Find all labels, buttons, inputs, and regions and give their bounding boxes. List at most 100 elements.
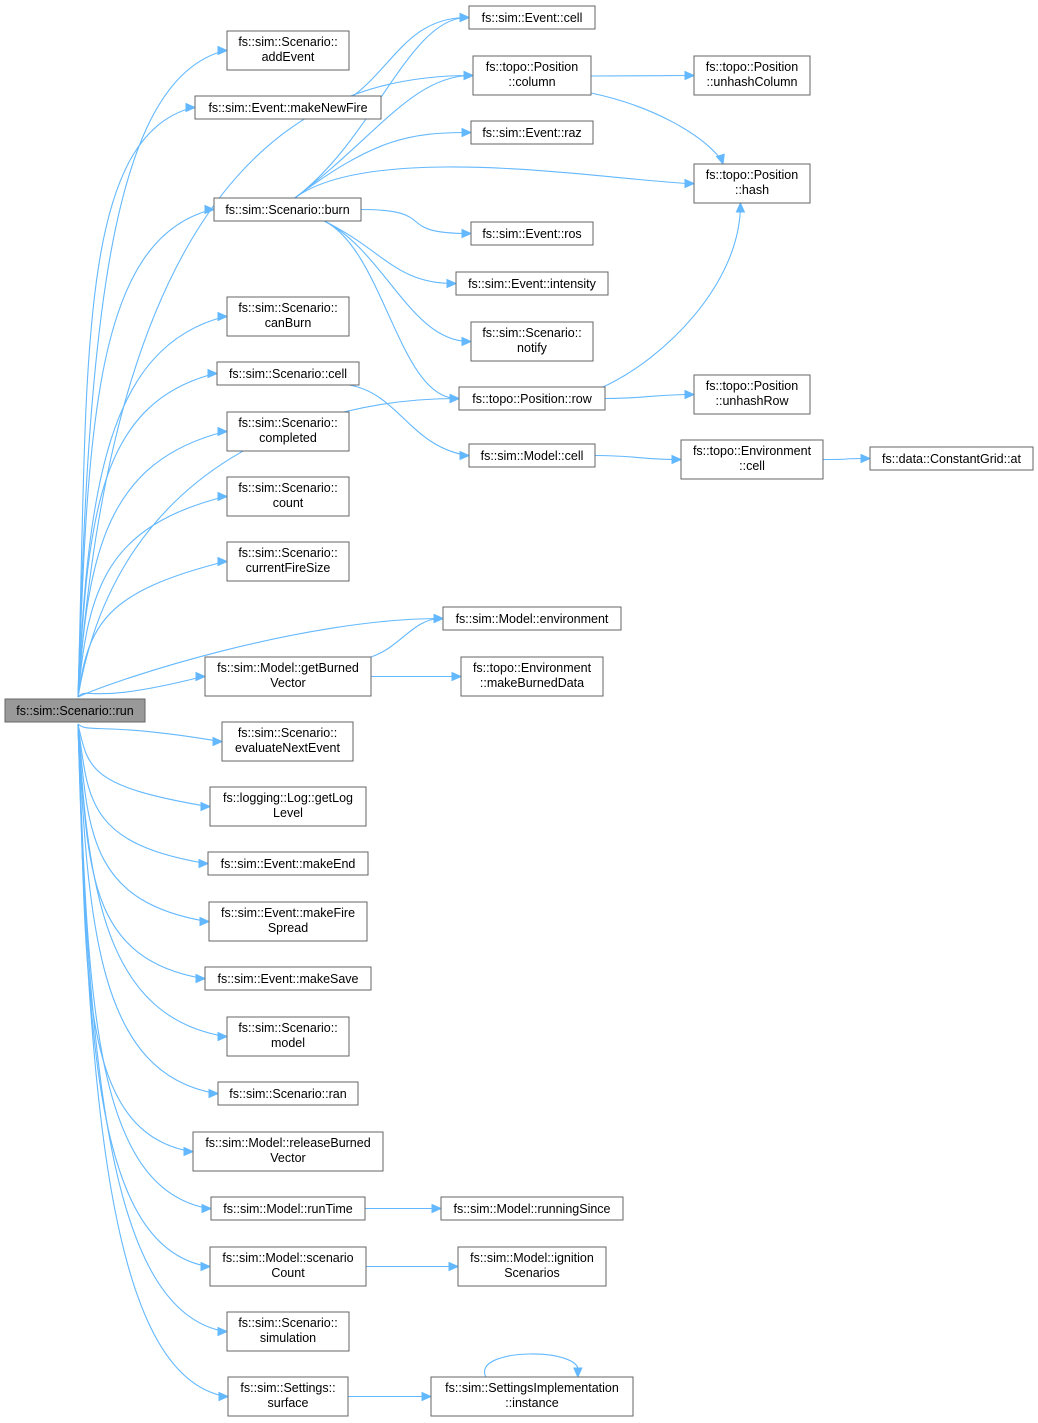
node-label: ::cell bbox=[739, 459, 765, 473]
node-currentFireSize[interactable]: fs::sim::Scenario::currentFireSize bbox=[226, 541, 350, 582]
edge-line bbox=[360, 208, 470, 235]
node-label: fs::sim::Event::cell bbox=[482, 11, 583, 25]
edge-line bbox=[324, 220, 470, 343]
node-burn[interactable]: fs::sim::Scenario::burn bbox=[213, 197, 362, 222]
node-ros[interactable]: fs::sim::Event::ros bbox=[470, 221, 594, 246]
node-environment[interactable]: fs::sim::Model::environment bbox=[442, 606, 622, 631]
arrowhead-icon bbox=[459, 450, 471, 461]
node-makeNewFire[interactable]: fs::sim::Event::makeNewFire bbox=[194, 95, 382, 120]
node-unhashColumn[interactable]: fs::topo::Position::unhashColumn bbox=[693, 55, 811, 96]
node-canBurn[interactable]: fs::sim::Scenario::canBurn bbox=[226, 296, 350, 337]
node-envCell[interactable]: fs::topo::Environment::cell bbox=[680, 439, 824, 480]
node-label: fs::sim::Model::cell bbox=[481, 449, 584, 463]
node-scenCell[interactable]: fs::sim::Scenario::cell bbox=[216, 361, 360, 386]
node-label: fs::sim::Event::makeEnd bbox=[221, 857, 356, 871]
node-label: model bbox=[271, 1036, 305, 1050]
node-makeEnd[interactable]: fs::sim::Event::makeEnd bbox=[207, 851, 369, 876]
edge-run-to-getLogLevel bbox=[77, 723, 212, 812]
node-unhashRow[interactable]: fs::topo::Position::unhashRow bbox=[693, 374, 811, 415]
node-label: Scenarios bbox=[504, 1266, 560, 1280]
node-label: fs::sim::Scenario:: bbox=[238, 726, 337, 740]
node-label: Vector bbox=[270, 1151, 305, 1165]
edge-burn-to-notify bbox=[324, 220, 473, 347]
node-eventCell[interactable]: fs::sim::Event::cell bbox=[468, 5, 596, 30]
node-box bbox=[470, 321, 594, 362]
node-box bbox=[442, 606, 622, 631]
arrowhead-icon bbox=[207, 368, 219, 379]
edge-line bbox=[77, 208, 213, 698]
node-model[interactable]: fs::sim::Scenario::model bbox=[226, 1016, 350, 1057]
node-row[interactable]: fs::topo::Position::row bbox=[458, 386, 606, 411]
edge-line bbox=[294, 74, 472, 199]
arrowhead-icon bbox=[199, 916, 211, 927]
edge-run-to-completed bbox=[77, 426, 229, 698]
node-box bbox=[226, 30, 350, 71]
edge-burn-to-column bbox=[294, 70, 475, 199]
node-label: fs::topo::Position bbox=[706, 168, 798, 182]
edge-line bbox=[77, 723, 226, 1038]
node-instance[interactable]: fs::sim::SettingsImplementation::instanc… bbox=[430, 1376, 634, 1417]
node-evaluateNextEvent[interactable]: fs::sim::Scenario::evaluateNextEvent bbox=[221, 721, 354, 762]
node-label: completed bbox=[259, 431, 317, 445]
edge-row-to-unhashRow bbox=[604, 389, 696, 400]
edge-burn-to-raz bbox=[294, 127, 473, 199]
node-box bbox=[458, 386, 606, 411]
arrowhead-icon bbox=[217, 556, 229, 567]
arrowhead-icon bbox=[217, 1031, 229, 1042]
node-label: fs::sim::Scenario::cell bbox=[229, 367, 347, 381]
node-box bbox=[869, 446, 1034, 471]
node-runningSince[interactable]: fs::sim::Model::runningSince bbox=[440, 1196, 624, 1221]
node-label: fs::sim::Scenario:: bbox=[238, 1316, 337, 1330]
node-box bbox=[693, 163, 811, 204]
node-label: surface bbox=[268, 1396, 309, 1410]
node-notify[interactable]: fs::sim::Scenario::notify bbox=[470, 321, 594, 362]
node-makeSave[interactable]: fs::sim::Event::makeSave bbox=[204, 966, 372, 991]
node-addEvent[interactable]: fs::sim::Scenario::addEvent bbox=[226, 30, 350, 71]
node-label: ::unhashColumn bbox=[706, 75, 797, 89]
node-gridAt[interactable]: fs::data::ConstantGrid::at bbox=[869, 446, 1034, 471]
node-count[interactable]: fs::sim::Scenario::count bbox=[226, 476, 350, 517]
edge-run-to-evaluateNextEvent bbox=[77, 723, 224, 747]
node-label: fs::sim::Scenario::ran bbox=[229, 1087, 346, 1101]
node-column[interactable]: fs::topo::Position::column bbox=[472, 55, 592, 96]
edge-scenarioCount-to-ignitionScenarios bbox=[365, 1261, 460, 1272]
node-intensity[interactable]: fs::sim::Event::intensity bbox=[455, 271, 609, 296]
node-modelCell[interactable]: fs::sim::Model::cell bbox=[468, 443, 596, 468]
node-label: fs::sim::Scenario:: bbox=[238, 35, 337, 49]
node-label: Count bbox=[271, 1266, 305, 1280]
node-box bbox=[693, 55, 811, 96]
node-hash[interactable]: fs::topo::Position::hash bbox=[693, 163, 811, 204]
node-label: Spread bbox=[268, 921, 308, 935]
node-label: fs::topo::Position bbox=[486, 60, 578, 74]
node-label: notify bbox=[517, 341, 548, 355]
node-raz[interactable]: fs::sim::Event::raz bbox=[470, 120, 594, 145]
node-box bbox=[216, 361, 360, 386]
edge-column-to-hash bbox=[590, 92, 725, 166]
node-completed[interactable]: fs::sim::Scenario::completed bbox=[226, 411, 350, 452]
edge-line bbox=[324, 220, 458, 400]
node-makeBurnedData[interactable]: fs::topo::Environment::makeBurnedData bbox=[460, 656, 604, 697]
node-surface[interactable]: fs::sim::Settings::surface bbox=[227, 1376, 349, 1417]
edge-line bbox=[77, 675, 204, 698]
node-label: fs::sim::Scenario:: bbox=[238, 416, 337, 430]
node-label: fs::sim::Scenario::run bbox=[16, 704, 133, 718]
node-ran[interactable]: fs::sim::Scenario::ran bbox=[217, 1081, 359, 1106]
node-label: Vector bbox=[270, 676, 305, 690]
node-runTime[interactable]: fs::sim::Model::runTime bbox=[210, 1196, 366, 1221]
node-box bbox=[468, 443, 596, 468]
arrowhead-icon bbox=[201, 1203, 213, 1214]
node-run[interactable]: fs::sim::Scenario::run bbox=[4, 698, 146, 723]
edge-line bbox=[594, 454, 680, 461]
arrowhead-icon bbox=[463, 70, 475, 81]
node-label: Level bbox=[273, 806, 303, 820]
node-simulation[interactable]: fs::sim::Scenario::simulation bbox=[226, 1311, 350, 1352]
edge-run-to-makeSave bbox=[77, 723, 207, 984]
edge-line bbox=[324, 220, 455, 285]
node-label: fs::sim::Event::makeFire bbox=[221, 906, 355, 920]
